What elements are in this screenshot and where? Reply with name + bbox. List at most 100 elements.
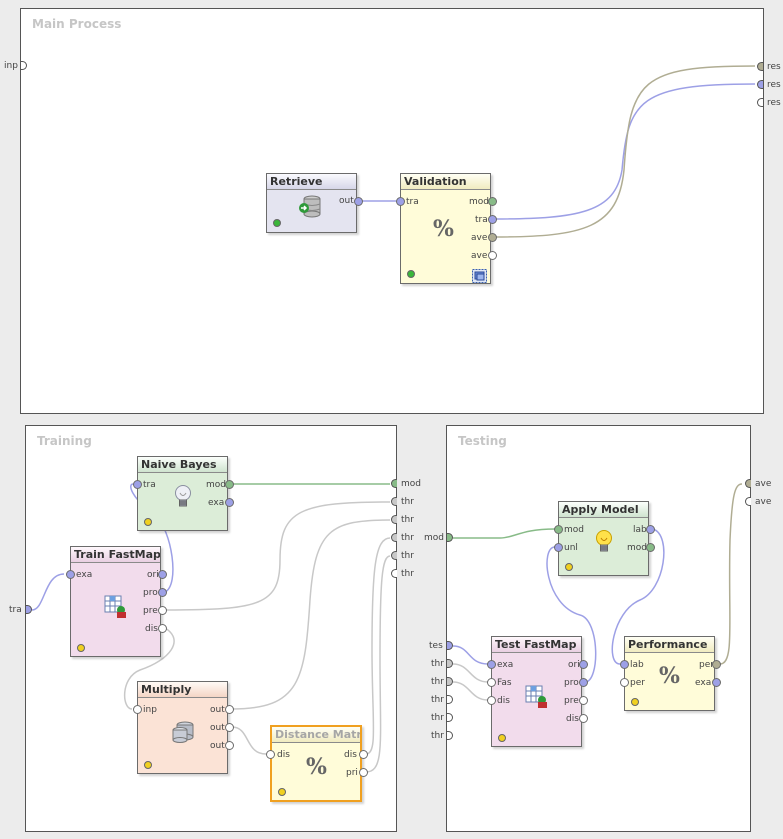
validation-ave-out-port-2[interactable] — [488, 251, 497, 260]
testing-panel[interactable]: Testing — [446, 425, 751, 832]
training-output-port-label-1: mod — [401, 479, 421, 489]
multiply-out-port-1[interactable] — [225, 705, 234, 714]
testing-input-port-label-7: thr — [431, 731, 444, 741]
multiply-out-port-2[interactable] — [225, 723, 234, 732]
distance-matrix-out-label-2: pri — [346, 768, 358, 778]
testing-input-port-5[interactable] — [447, 695, 453, 704]
train-fastmap-dis-out-port[interactable] — [158, 624, 167, 633]
training-output-port-label-2: thr — [401, 497, 414, 507]
distance-matrix-dis-in-port[interactable] — [266, 750, 275, 759]
multiply-inp-in-port[interactable] — [133, 705, 142, 714]
subprocess-icon[interactable] — [472, 268, 487, 287]
retrieve-operator[interactable]: Retrieve out — [266, 173, 363, 233]
test-fastmap-dis-in-port[interactable] — [487, 696, 496, 705]
train-fastmap-pre-out-port[interactable] — [158, 606, 167, 615]
performance-lab-in-port[interactable] — [620, 660, 629, 669]
performance-operator[interactable]: Performance lab per per exa % — [620, 636, 721, 711]
testing-title: Testing — [458, 434, 507, 448]
testing-output-port-label-1: ave — [755, 479, 772, 489]
testing-input-port-3[interactable] — [447, 659, 453, 668]
train-fastmap-exa-in-port[interactable] — [66, 570, 75, 579]
naive-bayes-tra-in-port[interactable] — [133, 480, 142, 489]
percent-icon: % — [306, 754, 327, 780]
naive-bayes-operator[interactable]: Naive Bayes tra mod exa — [133, 456, 234, 531]
performance-exa-out-port[interactable] — [712, 678, 721, 687]
testing-input-port-6[interactable] — [447, 713, 453, 722]
naive-bayes-exa-out-port[interactable] — [225, 498, 234, 507]
main-process-panel[interactable]: Main Process — [20, 8, 764, 414]
validation-tra-out-port[interactable] — [488, 215, 497, 224]
testing-input-port-7[interactable] — [447, 731, 453, 740]
training-output-port-3[interactable] — [391, 515, 397, 524]
naive-bayes-out-label-1: mod — [206, 480, 226, 490]
testing-output-port-1[interactable] — [745, 479, 751, 488]
apply-model-mod-out-port[interactable] — [646, 543, 655, 552]
performance-per-in-port[interactable] — [620, 678, 629, 687]
multiply-operator[interactable]: Multiply inp out out out — [133, 681, 234, 774]
apply-model-in-label-1: mod — [564, 525, 584, 535]
test-fastmap-exa-in-port[interactable] — [487, 660, 496, 669]
train-fastmap-status-lamp — [77, 644, 85, 652]
validation-out-label-1: mod — [469, 197, 489, 207]
naive-bayes-mod-out-port[interactable] — [225, 480, 234, 489]
naive-bayes-title: Naive Bayes — [138, 457, 227, 473]
apply-model-mod-in-port[interactable] — [554, 525, 563, 534]
performance-per-out-port[interactable] — [712, 660, 721, 669]
train-fastmap-ori-out-port[interactable] — [158, 570, 167, 579]
distance-matrix-operator[interactable]: Distance Matrix dis dis pri % — [266, 725, 368, 802]
test-fastmap-dis-out-port[interactable] — [579, 714, 588, 723]
testing-input-port-label-2: tes — [429, 641, 443, 651]
training-output-port-5[interactable] — [391, 551, 397, 560]
train-fastmap-operator[interactable]: Train FastMap exa ori pro pre dis — [66, 546, 167, 657]
naive-bayes-tra-in-label: tra — [143, 480, 156, 490]
apply-model-operator[interactable]: Apply Model mod unl lab mod — [554, 501, 655, 576]
validation-out-label-4: ave — [471, 251, 488, 261]
multiply-out-port-3[interactable] — [225, 741, 234, 750]
lightbulb-icon — [595, 529, 613, 559]
main-output-port-label-2: res — [767, 80, 781, 90]
main-output-port-3[interactable] — [757, 98, 763, 107]
test-fastmap-pro-out-port[interactable] — [579, 678, 588, 687]
validation-tra-in-port[interactable] — [396, 197, 405, 206]
testing-output-port-2[interactable] — [745, 497, 751, 506]
validation-mod-out-port[interactable] — [488, 197, 497, 206]
testing-input-port-2[interactable] — [447, 641, 453, 650]
main-output-port-1[interactable] — [757, 62, 763, 71]
multiply-out-label-2: out — [210, 723, 225, 733]
test-fastmap-fas-in-port[interactable] — [487, 678, 496, 687]
validation-operator[interactable]: Validation tra mod tra ave ave % — [396, 173, 497, 287]
training-output-port-4[interactable] — [391, 533, 397, 542]
test-fastmap-ori-out-port[interactable] — [579, 660, 588, 669]
train-fastmap-out-label-3: pre — [143, 606, 158, 616]
apply-model-unl-in-port[interactable] — [554, 543, 563, 552]
retrieve-out-port[interactable] — [354, 197, 363, 206]
test-fastmap-title: Test FastMap — [492, 637, 581, 653]
training-input-port-label: tra — [9, 605, 22, 615]
distance-matrix-dis-out-port[interactable] — [359, 750, 368, 759]
training-output-port-6[interactable] — [391, 569, 397, 578]
train-fastmap-pro-out-port[interactable] — [158, 588, 167, 597]
main-input-port[interactable] — [21, 61, 27, 70]
main-input-port-label: inp — [4, 61, 18, 71]
testing-input-port-1[interactable] — [447, 533, 453, 542]
main-output-port-2[interactable] — [757, 80, 763, 89]
test-fastmap-out-label-1: ori — [568, 660, 580, 670]
test-fastmap-operator[interactable]: Test FastMap exa Fas dis ori pro pre dis — [487, 636, 588, 747]
training-output-port-label-5: thr — [401, 551, 414, 561]
validation-ave-out-port-1[interactable] — [488, 233, 497, 242]
main-output-port-label-3: res — [767, 98, 781, 108]
apply-model-in-label-2: unl — [564, 543, 578, 553]
test-fastmap-out-label-4: dis — [566, 714, 579, 724]
training-input-port[interactable] — [26, 605, 32, 614]
train-fastmap-out-label-4: dis — [145, 624, 158, 634]
testing-input-port-4[interactable] — [447, 677, 453, 686]
apply-model-lab-out-port[interactable] — [646, 525, 655, 534]
test-fastmap-pre-out-port[interactable] — [579, 696, 588, 705]
distance-matrix-pri-out-port[interactable] — [359, 768, 368, 777]
validation-tra-in-label: tra — [406, 197, 419, 207]
naive-bayes-status-lamp — [144, 518, 152, 526]
training-output-port-2[interactable] — [391, 497, 397, 506]
training-output-port-1[interactable] — [391, 479, 397, 488]
grid-matrix-icon — [104, 595, 128, 623]
multiply-title: Multiply — [138, 682, 227, 698]
